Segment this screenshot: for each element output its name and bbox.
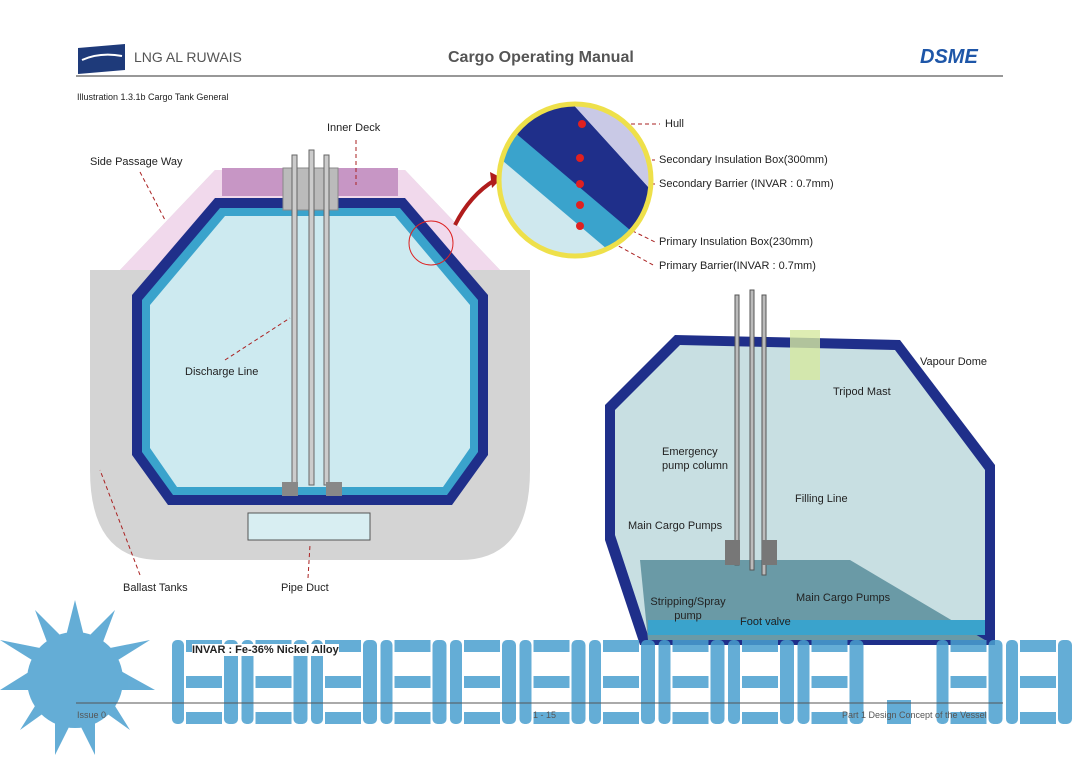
watermark-glyph: [811, 640, 848, 652]
manual-title: Cargo Operating Manual: [448, 49, 634, 66]
footer-page: 1 - 15: [533, 710, 557, 720]
caption: Illustration 1.3.1b Cargo Tank General: [77, 92, 229, 102]
watermark-glyph: [432, 640, 447, 724]
label-side-passage: Side Passage Way: [90, 156, 183, 168]
watermark-glyph: [519, 640, 532, 724]
dsme-logo: DSME: [920, 46, 978, 68]
watermark-glyph: [464, 676, 500, 688]
label-filling: Filling Line: [795, 493, 848, 505]
watermark-glyph: [255, 676, 292, 688]
label-hull: Hull: [665, 118, 684, 130]
watermark-glyph: [1020, 712, 1056, 724]
watermark-glyph: [394, 640, 431, 652]
pronav-logo: [78, 44, 125, 74]
watermark-glyph: [887, 700, 911, 724]
footer-part: Part 1 Design Concept of the Vessel: [842, 710, 987, 720]
label-primary-barrier: Primary Barrier(INVAR : 0.7mm): [659, 260, 816, 272]
label-primary-insulation: Primary Insulation Box(230mm): [659, 236, 814, 248]
watermark-glyph: [533, 712, 570, 724]
label-stripping: Stripping/Spray pump: [650, 596, 726, 622]
watermark-glyph: [742, 640, 778, 652]
watermark-glyph: [710, 640, 725, 724]
watermark-glyph: [450, 640, 462, 724]
watermark-glyph: [811, 676, 848, 688]
watermark-glyph: [533, 676, 570, 688]
watermark-glyph: [742, 676, 778, 688]
vessel-name: LNG AL RUWAIS: [134, 49, 242, 65]
watermark-sun: [0, 600, 155, 755]
watermark-glyph: [464, 712, 500, 724]
watermark-glyph: [950, 712, 987, 724]
watermark-glyph: [811, 712, 848, 724]
watermark-glyph: [1020, 640, 1056, 652]
label-discharge: Discharge Line: [185, 366, 259, 378]
label-main-pumps-1: Main Cargo Pumps: [628, 520, 723, 532]
watermark-glyph: [1020, 676, 1056, 688]
watermark-glyph: [1006, 640, 1018, 724]
watermark-glyph: [255, 712, 292, 724]
watermark-glyph: [394, 712, 431, 724]
watermark-glyph: [464, 640, 500, 652]
watermark-glyph: [603, 640, 639, 652]
watermark-glyph: [589, 640, 601, 724]
watermark-glyph: [186, 676, 222, 688]
label-secondary-insulation: Secondary Insulation Box(300mm): [659, 154, 828, 166]
label-tripod: Tripod Mast: [833, 386, 891, 398]
watermark-glyph: [186, 712, 222, 724]
watermark-glyph: [672, 712, 709, 724]
watermark-glyph: [950, 640, 987, 652]
watermark-glyph: [380, 640, 393, 724]
watermark-glyph: [325, 712, 361, 724]
watermark-glyph: [394, 676, 431, 688]
tank-cross-section: [90, 149, 530, 560]
watermark-glyph: [502, 640, 516, 724]
watermark-glyph: [658, 640, 671, 724]
barrier-detail-magnifier: [496, 101, 654, 259]
label-inner-deck: Inner Deck: [327, 122, 381, 134]
label-emergency: Emergency pump column: [662, 446, 729, 472]
label-secondary-barrier: Secondary Barrier (INVAR : 0.7mm): [659, 178, 834, 190]
watermark-glyph: [533, 640, 570, 652]
label-vapour-dome: Vapour Dome: [920, 356, 988, 368]
watermark-glyph: [950, 676, 987, 688]
watermark-glyph: [363, 640, 377, 724]
label-ballast: Ballast Tanks: [123, 582, 188, 594]
watermark-glyph: [603, 712, 639, 724]
footer-issue: Issue 0: [77, 710, 107, 720]
watermark-glyph: [672, 640, 709, 652]
watermark-glyph: [325, 676, 361, 688]
tank-3d-view: [605, 289, 995, 645]
watermark-glyph: [1058, 640, 1072, 724]
watermark-glyph: [672, 676, 709, 688]
watermark-glyph: [728, 640, 740, 724]
watermark-glyph: [641, 640, 655, 724]
watermark-glyph: [603, 676, 639, 688]
watermark-glyph: [797, 640, 810, 724]
watermark-glyph: [571, 640, 586, 724]
label-foot-valve: Foot valve: [740, 616, 791, 628]
watermark-glyph: [780, 640, 794, 724]
label-main-pumps-2: Main Cargo Pumps: [796, 592, 891, 604]
label-pipe-duct: Pipe Duct: [281, 582, 329, 594]
watermark-glyph: [742, 712, 778, 724]
watermark-glyph: [988, 640, 1003, 724]
invar-note: INVAR : Fe-36% Nickel Alloy: [192, 644, 339, 656]
watermark-glyph: [172, 640, 184, 724]
